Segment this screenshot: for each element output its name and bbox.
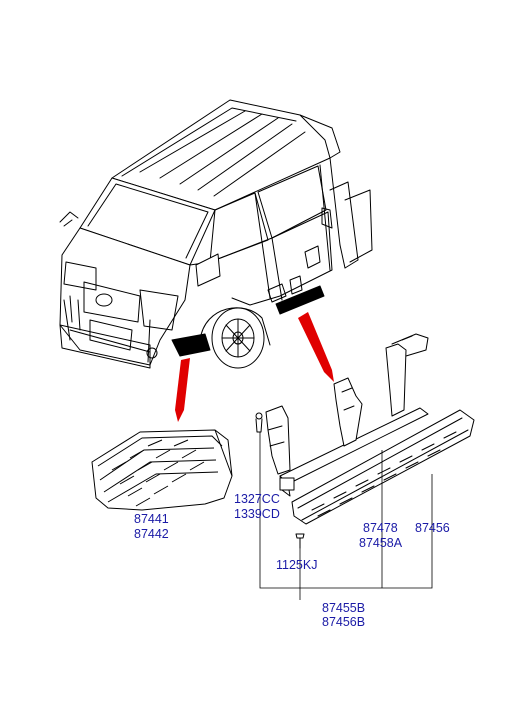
step-cover-part xyxy=(91,429,233,511)
part-number-87458a: 87458A xyxy=(359,536,403,550)
part-number-87456b: 87456B xyxy=(322,615,366,629)
side-step-assembly xyxy=(255,333,475,549)
vehicle-illustration xyxy=(59,99,373,369)
part-number-1327cc: 1327CC xyxy=(234,492,280,506)
callout-arrows xyxy=(175,312,334,422)
part-number-87478: 87478 xyxy=(363,521,398,535)
leader-lines xyxy=(259,432,433,600)
part-number-87455b: 87455B xyxy=(322,601,366,615)
part-number-87442: 87442 xyxy=(134,527,169,541)
part-number-87441: 87441 xyxy=(134,512,169,526)
callout-arrow-side-step xyxy=(298,312,334,382)
part-number-1339cd: 1339CD xyxy=(234,507,280,521)
part-number-1125kj: 1125KJ xyxy=(276,558,318,572)
part-number-87456: 87456 xyxy=(415,521,450,535)
callout-arrow-step-cover xyxy=(175,358,190,422)
